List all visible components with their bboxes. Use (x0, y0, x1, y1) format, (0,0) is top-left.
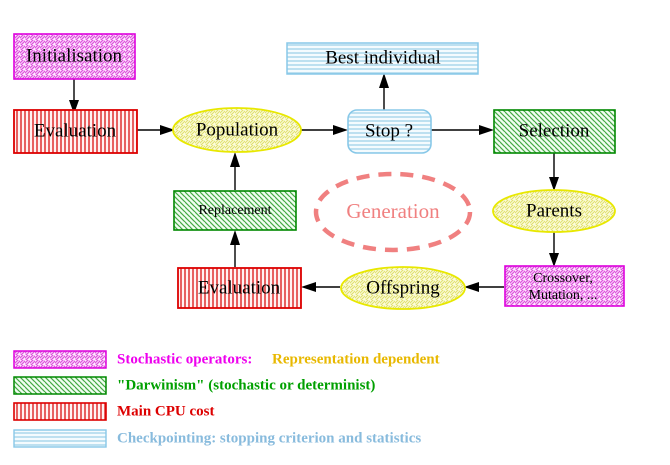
node-parents-label: Parents (526, 200, 582, 221)
node-stop[interactable]: Stop ? (347, 109, 432, 154)
edge-replacement-to-population (230, 152, 240, 190)
legend-swatch-green-diagonal (13, 376, 107, 395)
legend-label-checkpointing: Checkpointing: stopping criterion and st… (117, 430, 421, 446)
edges-layer (69, 73, 559, 292)
node-initialisation[interactable]: Initialisation (13, 33, 136, 80)
node-population-label: Population (196, 119, 279, 140)
node-offspring[interactable]: Offspring (340, 266, 466, 310)
edge-evaluation-to-replacement (230, 230, 240, 267)
node-initialisation-label: Initialisation (26, 45, 123, 66)
legend-label-representation-dependent: Representation dependent (272, 351, 440, 367)
node-evaluation-bottom-label: Evaluation (198, 277, 281, 298)
node-selection-label: Selection (519, 120, 590, 141)
node-parents[interactable]: Parents (492, 189, 616, 233)
edge-stop-to-selection (431, 125, 494, 135)
node-best-individual[interactable]: Best individual (286, 42, 479, 75)
node-operators-label-line2: Mutation, ... (529, 288, 598, 303)
node-generation-label: Generation (346, 199, 440, 223)
node-evaluation-top[interactable]: Evaluation (13, 109, 138, 154)
legend-label-darwinism: "Darwinism" (stochastic or determinist) (117, 377, 375, 393)
legend-item-checkpointing: Checkpointing: stopping criterion and st… (13, 429, 421, 448)
legend-item-stochastic: Stochastic operators: Representation dep… (13, 350, 440, 369)
legend-item-cpu-cost: Main CPU cost (13, 402, 215, 421)
node-selection[interactable]: Selection (493, 109, 616, 154)
node-evaluation-bottom[interactable]: Evaluation (177, 267, 302, 309)
legend-label-main-cpu-cost: Main CPU cost (117, 403, 215, 419)
edge-population-to-stop (301, 125, 348, 135)
node-stop-label: Stop ? (365, 120, 413, 141)
node-operators[interactable]: Crossover, Mutation, ... (504, 265, 625, 307)
node-generation: Generation (313, 171, 473, 253)
node-replacement-label: Replacement (198, 203, 271, 218)
legend-swatch-blue-horizontal (13, 429, 107, 448)
edge-stop-to-best-individual (379, 73, 389, 110)
edge-selection-to-parents (549, 153, 559, 191)
node-replacement[interactable]: Replacement (173, 190, 297, 231)
node-operators-label-line1: Crossover, (533, 271, 593, 286)
node-population[interactable]: Population (172, 107, 302, 153)
legend-swatch-magenta-diagonal (13, 350, 107, 369)
legend: Stochastic operators: Representation dep… (13, 350, 440, 448)
legend-label-stochastic-operators: Stochastic operators: (117, 351, 252, 367)
legend-swatch-red-vertical (13, 402, 107, 421)
node-offspring-label: Offspring (366, 277, 440, 298)
edge-initialisation-to-evaluation (69, 79, 79, 114)
legend-item-darwinism: "Darwinism" (stochastic or determinist) (13, 376, 375, 395)
edge-parents-to-operators (549, 231, 559, 267)
edge-operators-to-offspring (464, 282, 504, 292)
edge-evaluation-to-population (137, 125, 175, 135)
node-evaluation-top-label: Evaluation (34, 120, 117, 141)
edge-offspring-to-evaluation (301, 282, 340, 292)
node-best-individual-label: Best individual (325, 47, 441, 68)
